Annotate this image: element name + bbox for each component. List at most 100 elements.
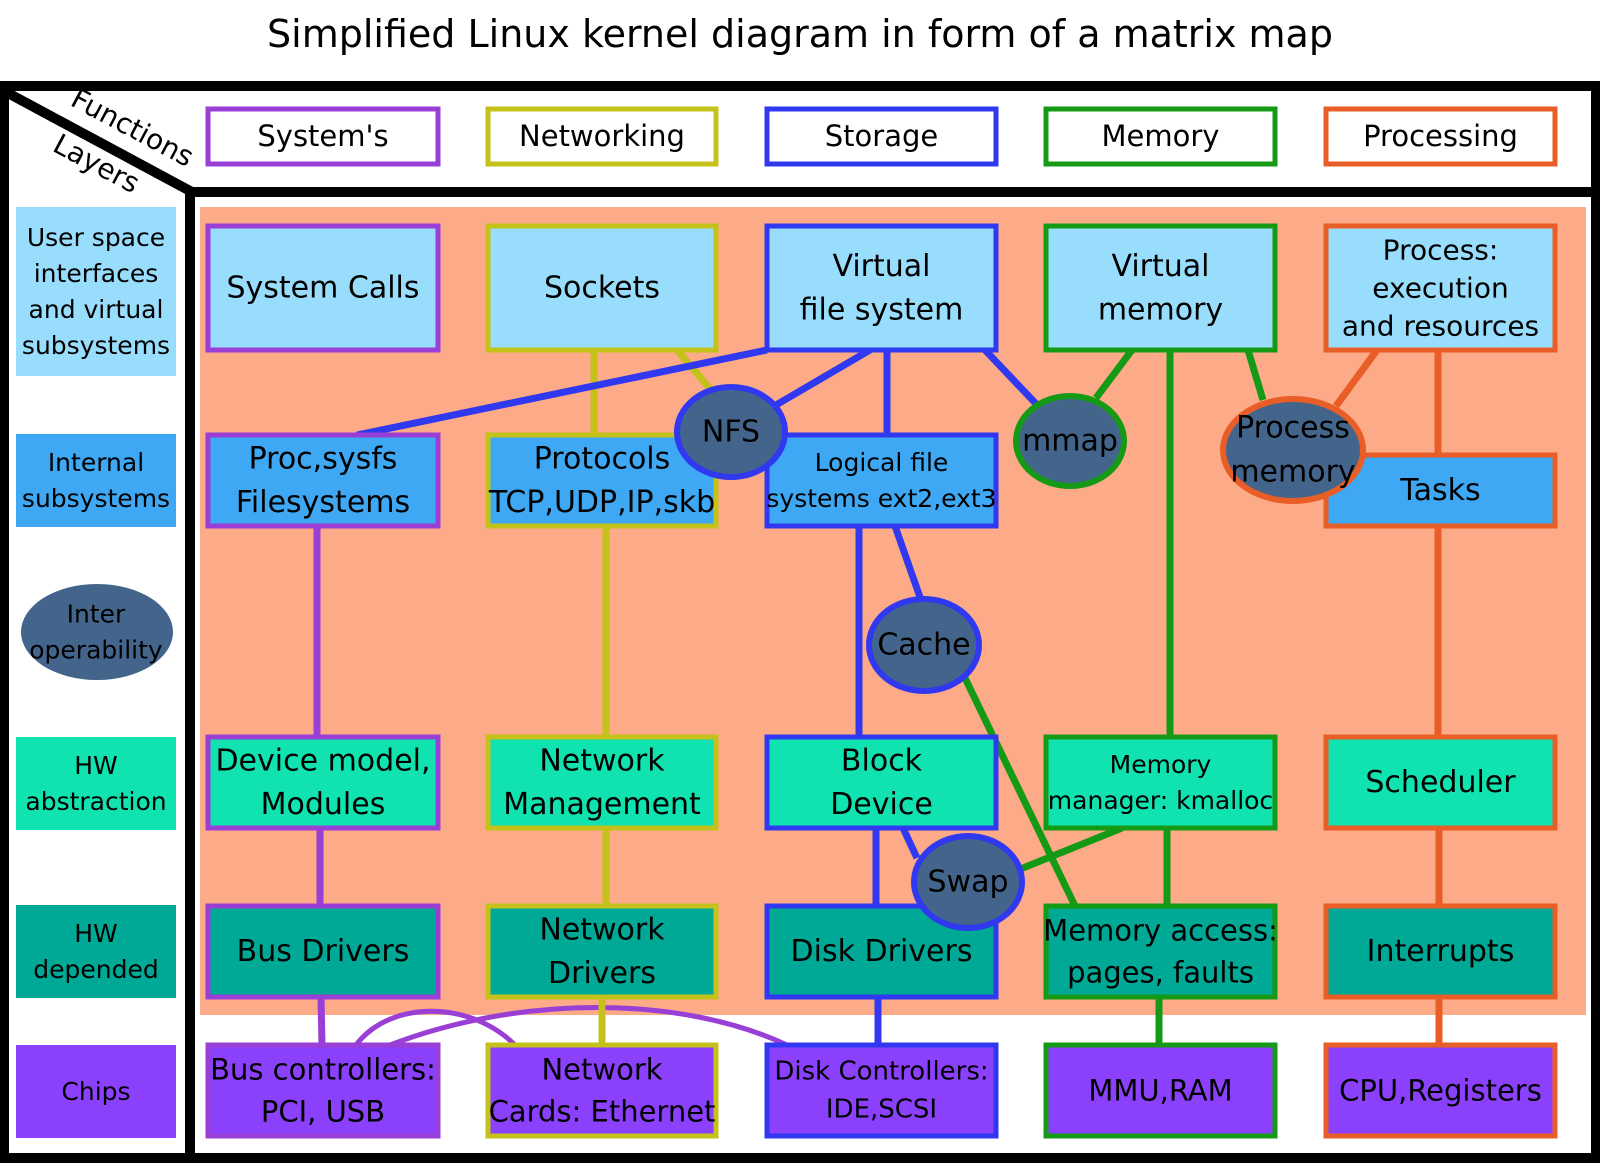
interop-cache[interactable]: Cache [866,596,982,694]
layer-label-text: User space [27,223,165,252]
node-box [764,734,999,831]
node-box [205,1042,441,1139]
interop-ellipse [1013,393,1127,489]
node-box [1323,1042,1558,1139]
column-header-memory: Memory [1043,106,1278,167]
diagram-title: Simplified Linux kernel diagram in form … [267,12,1333,56]
node-label: Virtual [832,249,930,284]
node-label: manager: kmalloc [1048,786,1273,815]
layer-box [16,207,176,376]
node-label: file system [800,292,964,327]
node-label: Management [503,787,701,822]
node-box [485,432,719,529]
column-header-systems: System's [205,106,441,167]
node-label: Proc,sysfs [249,441,398,476]
node-label: MMU,RAM [1088,1074,1232,1108]
interop-label: Cache [877,628,970,663]
layer-label-text: abstraction [25,787,166,816]
interop-ellipse [866,596,982,694]
node-label: pages, faults [1067,956,1254,990]
interop-swap[interactable]: Swap [911,833,1025,931]
node-box [1043,903,1278,1000]
node-disk-drivers[interactable]: Disk Drivers [764,903,999,1000]
node-label: Network [541,1052,662,1086]
node-label: Disk Controllers: [774,1057,988,1087]
column-header-box [1043,106,1278,167]
interop-label: Process [1236,411,1350,446]
edge-bus-drivers-to-bus-controllers [317,996,326,1046]
node-label: and resources [1342,310,1539,343]
node-box [1323,734,1558,831]
node-label: Modules [261,787,386,822]
edge-process-execution-to-process-memory [1333,347,1380,409]
layer-box [16,434,176,527]
interop-nfs[interactable]: NFS [674,384,788,480]
node-label: System Calls [226,271,419,306]
node-bus-drivers[interactable]: Bus Drivers [205,903,441,1000]
node-virtual-file-system[interactable]: Virtual file system [764,223,999,353]
edge-block-device-to-swap [899,826,921,860]
interop-mmap[interactable]: mmap [1013,393,1127,489]
column-header-networking: Networking [485,106,719,167]
node-label: systems ext2,ext3 [766,484,996,513]
node-bus-controllers[interactable]: Bus controllers:PCI, USB [205,1042,441,1139]
edge-virtual-file-system-to-mmap [982,347,1043,411]
edge-bus-controllers-to-disk-controllers [389,1005,789,1048]
node-box [1043,223,1278,353]
node-box [764,432,999,529]
node-box [205,903,441,1000]
node-label: Tasks [1399,473,1480,508]
node-box [205,734,441,831]
node-interrupts[interactable]: Interrupts [1323,903,1558,1000]
node-device-model[interactable]: Device model, Modules [205,734,441,831]
interop-label: mmap [1022,424,1118,459]
node-tasks[interactable]: Tasks [1323,452,1558,529]
node-label: TCP,UDP,IP,skb [488,485,715,520]
layer-label-text: HW [74,751,118,780]
node-mmu-ram[interactable]: MMU,RAM [1043,1042,1278,1139]
node-cpu-registers[interactable]: CPU,Registers [1323,1042,1558,1139]
layer-box [16,905,176,998]
column-header-label: Memory [1102,119,1220,153]
layer-label-text: operability [29,636,163,665]
edge-bus-controllers-to-network-cards [354,1008,517,1047]
node-system-calls[interactable]: System Calls [205,223,441,353]
corner-diagonal [3,87,195,197]
edge-virtual-memory-to-mmap [1093,347,1135,401]
column-header-box [485,106,719,167]
node-label: Bus Drivers [237,934,410,969]
layer-label-text: depended [33,955,158,984]
node-sockets[interactable]: Sockets [485,223,719,353]
node-memory-access[interactable]: Memory access: pages, faults [1043,903,1278,1000]
node-scheduler[interactable]: Scheduler [1323,734,1558,831]
node-label: Device model, [215,743,430,778]
layer-ellipse [21,584,173,680]
layer-label-text: interfaces [34,259,159,288]
node-label: Memory access: [1043,913,1278,947]
layer-label-chips: Chips [16,1045,176,1138]
node-disk-controllers[interactable]: Disk Controllers:IDE,SCSI [764,1042,999,1139]
node-label: Network [539,743,665,778]
layer-label-text: and virtual [29,295,164,324]
node-box [1043,734,1278,831]
node-label: PCI, USB [261,1095,385,1129]
column-header-label: Networking [519,119,685,153]
node-box [485,734,719,831]
node-box [764,223,999,353]
